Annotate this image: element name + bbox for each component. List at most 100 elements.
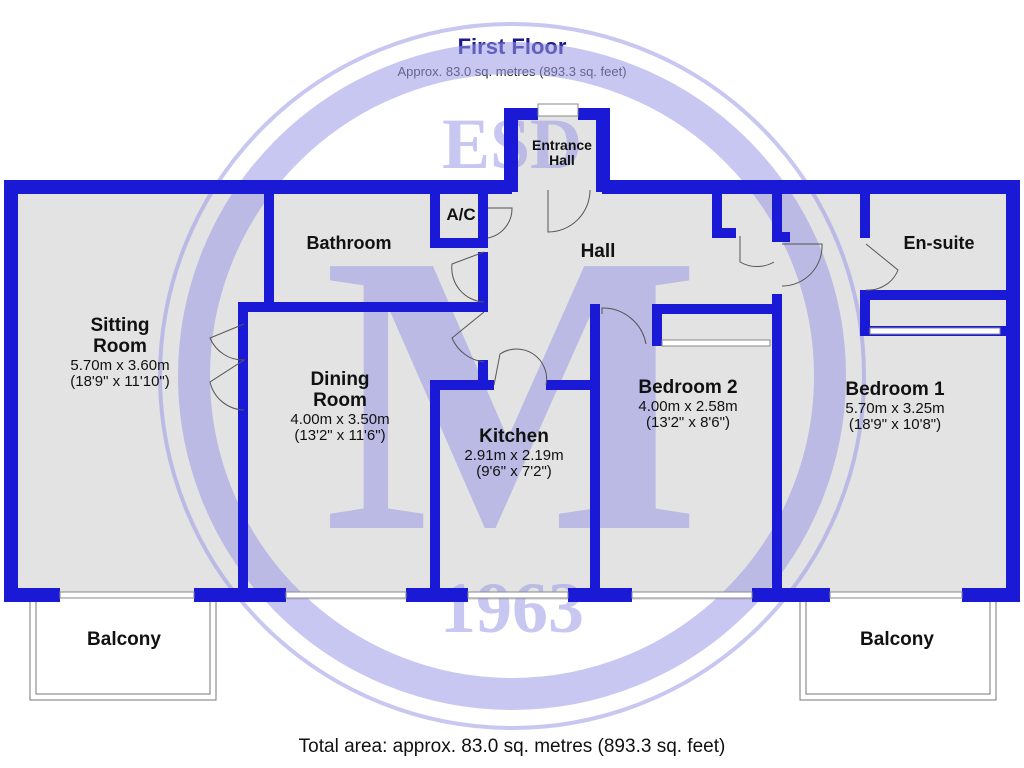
wall-outer-right [1006,180,1020,602]
wall-bottom-5 [752,588,830,602]
wall-kitchen-top-left [430,380,494,390]
sitting-room-metric: 5.70m x 3.60m [70,356,170,374]
main-floor [8,186,1016,600]
wall-ac-left [430,188,440,246]
sitting-room-name-line1: Sitting [90,315,150,336]
sitting-room-imperial: (18'9" x 11'10") [70,373,170,391]
door-bathroom [451,251,485,303]
entrance-hall-floor [510,112,604,188]
wall-entrance-right [596,108,610,192]
entrance-hall-name-line1: Entrance [532,137,592,153]
window-kitchen [467,591,569,599]
door-kitchen [493,348,548,386]
wardrobe-bedroom1 [869,327,1001,335]
sitting-room-label: Sitting Room 5.70m x 3.60m (18'9" x 11'1… [70,315,170,391]
dining-room-metric: 4.00m x 3.50m [290,410,390,428]
window-sitting [59,591,195,599]
entrance-hall-label: Entrance Hall [532,137,592,169]
bedroom-1-metric: 5.70m x 3.25m [845,399,945,417]
dining-room-name-line2: Room [313,389,367,411]
watermark-ring-outer [158,22,866,730]
ac-label: A/C [446,205,476,224]
floor-fills [8,112,1016,600]
wall-cupboard-left [712,188,722,236]
bedroom-1-label: Bedroom 1 5.70m x 3.25m (18'9" x 10'8") [845,379,945,434]
balcony-right-label: Balcony [860,629,934,650]
bedroom-1-name: Bedroom 1 [845,379,945,400]
dining-room-imperial: (13'2" x 11'6") [294,427,386,445]
door-ac [487,207,513,239]
window-entrance [537,103,579,117]
wall-ensuite-left [860,188,870,238]
balcony-right-inner [805,597,991,695]
window-dining [285,591,407,599]
watermark-ring [178,42,846,710]
window-bedroom1 [829,591,963,599]
dining-room-label: Dining Room 4.00m x 3.50m (13'2" x 11'6"… [290,369,390,445]
wall-bathroom-bottom [238,302,488,312]
windows [59,103,1001,599]
bedroom-2-imperial: (13'2" x 8'6") [646,414,730,432]
kitchen-name: Kitchen [479,426,549,447]
walls [4,108,1020,602]
bedroom-1-imperial: (18'9" x 10'8") [848,416,942,434]
wall-entrance-left [504,108,518,192]
balcony-left-inner [35,597,211,695]
wall-bottom-1 [4,588,60,602]
wall-bedroom2-left [590,304,600,594]
wall-kitchen-left [430,380,440,592]
kitchen-imperial: (9'6" x 7'2") [476,463,552,481]
door-bedroom1 [781,243,823,287]
wall-bedroom2-wardrobe-left [652,304,662,346]
wall-outer-left [4,180,18,602]
bedroom-2-name: Bedroom 2 [638,377,738,398]
bedroom-2-label: Bedroom 2 4.00m x 2.58m (13'2" x 8'6") [638,377,738,432]
watermark-letter: M [323,172,701,615]
wall-entrance-top-right [578,108,610,120]
watermark-year: 1963 [440,568,584,648]
wall-cupboard-bottom [712,228,736,238]
dining-room-name-line1: Dining [310,369,370,390]
wall-bedroom2-right [772,294,782,594]
bedroom-2-metric: 4.00m x 2.58m [638,397,738,415]
wall-ac-bottom [430,238,480,248]
wall-bedroom2-top [652,304,776,314]
wall-bath-hall [478,252,488,312]
wall-outer-top-right [602,180,1020,194]
wall-bathroom-left [264,188,274,310]
door-kitchen-hall [451,311,485,363]
wall-ensuite-bottom [860,290,1010,300]
wall-sitting-dining [238,308,248,588]
entrance-hall-name-line2: Hall [549,152,575,169]
wall-bottom-2 [194,588,286,602]
wall-outer-top-left [4,180,512,194]
door-cupboard [739,236,775,268]
watermark: ESD M 1963 [158,22,866,730]
wall-kitchen-hall [478,360,488,390]
door-dining-double [209,323,246,411]
doors [209,189,899,411]
ensuite-label: En-suite [903,233,975,253]
wall-cupboard-right-bottom [772,232,790,242]
wardrobe-bedroom2 [661,339,771,347]
wall-bottom-6 [962,588,1020,602]
wall-kitchen-top-right [546,380,598,390]
total-area-footer: Total area: approx. 83.0 sq. metres (893… [298,736,726,757]
bathroom-label: Bathroom [306,233,392,253]
balconies [29,597,997,701]
window-bedroom2 [631,591,753,599]
wall-bedroom1-wardrobe-left [860,290,870,332]
kitchen-label: Kitchen 2.91m x 2.19m (9'6" x 7'2") [464,426,563,481]
wall-ac-right [478,188,488,248]
wall-bottom-3 [406,588,468,602]
balcony-left-label: Balcony [87,629,161,650]
hall-label: Hall [580,241,616,262]
wall-bottom-4 [568,588,632,602]
wall-cupboard-right [772,188,782,240]
door-entrance [547,189,591,233]
sitting-room-name-line2: Room [93,335,147,357]
door-bedroom2 [601,307,647,345]
wall-entrance-top-left [504,108,538,120]
door-ensuite [865,243,899,291]
